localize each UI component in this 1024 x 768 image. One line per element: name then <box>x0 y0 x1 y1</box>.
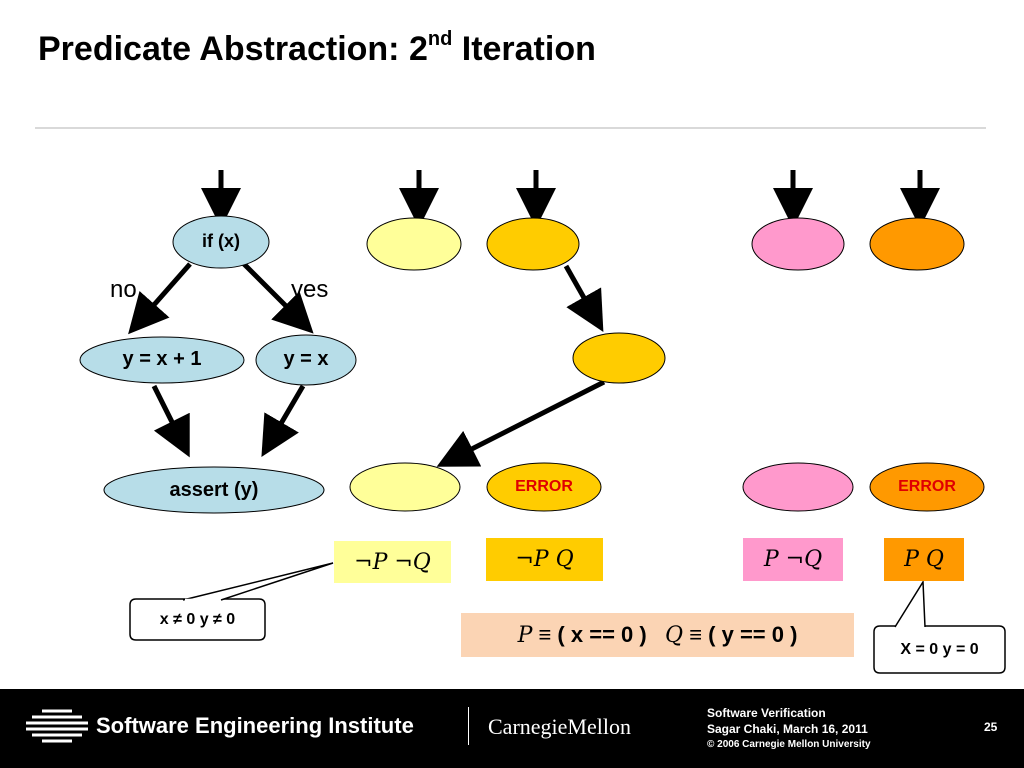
node-assign-label: y = x <box>283 348 329 370</box>
state-light-yellow-bottom <box>349 462 461 512</box>
slide-title: Predicate Abstraction: 2nd Iteration <box>38 28 596 69</box>
node-if-label: if (x) <box>202 231 240 251</box>
predicate-box-P-notQ: P ¬Q <box>743 538 843 581</box>
predicate-box-P-Q: P Q <box>884 538 964 581</box>
def-q-expr: ≡ ( y == 0 ) <box>683 622 798 647</box>
error-label-left: ERROR <box>515 478 573 495</box>
title-divider <box>35 127 986 129</box>
callout-left-bubble <box>129 598 266 641</box>
edge-assign-assert <box>261 384 306 457</box>
state-orange-top <box>869 217 965 271</box>
state-pink-bottom <box>742 462 854 512</box>
state-pink-top <box>751 217 845 271</box>
state-gold-error <box>486 462 602 512</box>
node-assign <box>255 334 357 386</box>
page-number: 25 <box>984 720 998 734</box>
node-inc <box>79 336 245 384</box>
node-inc-label: y = x + 1 <box>122 348 202 370</box>
footer: Software Engineering Institute CarnegieM… <box>0 689 1024 768</box>
edge-if-no <box>128 262 192 335</box>
footer-info: Software Verification Sagar Chaki, March… <box>707 705 871 753</box>
edge-if-yes <box>242 262 314 334</box>
callout-right-text: X = 0 y = 0 <box>900 640 979 658</box>
def-p-symbol: P <box>517 622 533 648</box>
branch-yes-label: yes <box>291 276 329 303</box>
callout-right-bubble <box>873 625 1006 674</box>
edge-gold-2 <box>436 379 606 467</box>
state-gold-mid <box>572 332 666 384</box>
title-text: Predicate Abstraction: 2 <box>38 30 428 68</box>
footer-author-date: Sagar Chaki, March 16, 2011 <box>707 722 868 736</box>
def-p-expr: ≡ ( x == 0 ) <box>532 622 666 647</box>
footer-separator <box>468 707 469 745</box>
callout-left-tail <box>182 562 334 601</box>
def-q-symbol: Q <box>665 622 684 648</box>
sei-logo-icon <box>26 709 88 743</box>
predicate-box-notP-Q: ¬P Q <box>486 538 603 581</box>
title-tail: Iteration <box>452 30 596 68</box>
error-label-right: ERROR <box>898 478 956 495</box>
institute-name: Software Engineering Institute <box>96 713 414 738</box>
state-light-yellow-top <box>366 217 462 271</box>
edge-inc-assert <box>151 384 190 458</box>
branch-no-label: no <box>110 276 137 303</box>
state-gold-top <box>486 217 580 271</box>
footer-course: Software Verification <box>707 706 826 720</box>
predicate-box-notP-notQ: ¬P ¬Q <box>334 541 451 583</box>
state-orange-error <box>869 462 985 512</box>
university-name: CarnegieMellon <box>488 714 631 739</box>
node-assert-label: assert (y) <box>169 479 259 501</box>
node-if <box>172 215 270 269</box>
callout-left-text: x ≠ 0 y ≠ 0 <box>159 610 236 628</box>
predicate-definitions: P ≡ ( x == 0 ) Q ≡ ( y == 0 ) <box>461 613 854 657</box>
edge-gold-1 <box>563 264 604 333</box>
title-superscript: nd <box>427 28 453 50</box>
callout-right-tail <box>894 579 926 628</box>
footer-copyright: © 2006 Carnegie Mellon University <box>707 739 871 750</box>
node-assert <box>103 466 325 514</box>
